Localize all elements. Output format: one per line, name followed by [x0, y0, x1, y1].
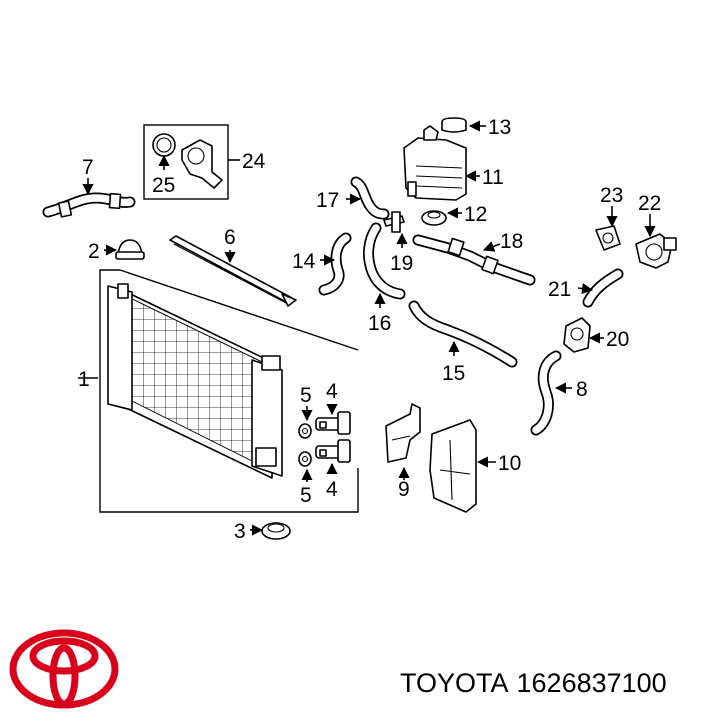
hose-part-21 [582, 268, 624, 308]
gasket-lower [298, 451, 312, 467]
cap-part-12 [421, 210, 447, 226]
callout-21: 21 [548, 278, 571, 301]
bracket-part-9 [385, 403, 421, 463]
callout-17: 17 [316, 189, 339, 212]
toyota-logo-icon [9, 629, 119, 709]
cap-part-2 [115, 239, 145, 260]
callout-labels: 1 2 3 4 4 5 5 6 7 8 9 10 11 12 13 14 15 … [78, 116, 661, 543]
callout-8: 8 [576, 378, 588, 401]
water-inlet-part-22 [635, 233, 677, 269]
seal-part-10 [429, 419, 477, 513]
callout-15: 15 [442, 362, 465, 385]
support-bar [169, 235, 297, 307]
hose-part-8 [530, 350, 562, 436]
hose-part-14 [318, 232, 352, 296]
callout-5-upper: 5 [300, 384, 312, 407]
callout-13: 13 [488, 116, 511, 139]
hose-part-15 [408, 300, 518, 368]
hose-part-7 [42, 192, 136, 218]
gasket-upper [298, 423, 312, 439]
callout-25: 25 [152, 174, 175, 197]
callout-10: 10 [498, 452, 521, 475]
water-outlet-group [143, 124, 229, 200]
pipe-part-19 [383, 211, 405, 233]
callout-18: 18 [500, 230, 523, 253]
brand-name: TOYOTA [400, 668, 509, 698]
cap-part-3 [261, 522, 291, 540]
radiator-assembly-frame [99, 269, 359, 513]
callout-14: 14 [292, 250, 316, 273]
callout-4-upper: 4 [326, 380, 338, 403]
drain-cock-lower [315, 439, 351, 463]
radiator-core [107, 283, 283, 479]
callout-24: 24 [242, 150, 266, 173]
callout-5-lower: 5 [300, 484, 312, 507]
callout-20: 20 [606, 328, 629, 351]
callout-22: 22 [638, 192, 661, 215]
callout-16: 16 [368, 312, 391, 335]
reservoir-cap [441, 117, 467, 133]
callout-23: 23 [600, 184, 623, 207]
callout-1: 1 [78, 368, 90, 391]
callout-3: 3 [234, 520, 246, 543]
drain-cock-upper [315, 411, 351, 435]
reservoir-tank [403, 125, 467, 201]
callout-19: 19 [390, 252, 413, 275]
callout-11: 11 [482, 166, 504, 189]
callout-2: 2 [88, 240, 100, 263]
callout-7: 7 [82, 156, 94, 179]
gasket-part-23 [595, 225, 621, 251]
hose-part-17 [350, 176, 390, 220]
part-number: 1626837100 [516, 668, 667, 698]
hose-part-16 [363, 222, 406, 300]
leader-lines [78, 120, 656, 536]
callout-4-lower: 4 [326, 478, 338, 501]
hose-part-18 [412, 234, 536, 286]
callout-6: 6 [224, 226, 236, 249]
callout-12: 12 [464, 203, 487, 226]
housing-part-20 [563, 317, 591, 353]
callout-9: 9 [398, 478, 410, 501]
